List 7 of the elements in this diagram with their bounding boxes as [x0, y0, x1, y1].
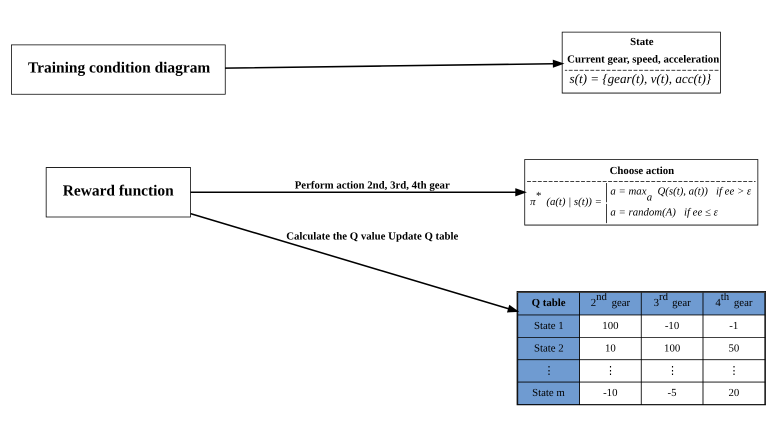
node-box: Training condition diagram [11, 44, 226, 95]
arrow [190, 212, 520, 312]
edge-label: Calculate the Q value Update Q table [286, 230, 458, 242]
arrow [225, 60, 564, 69]
arrow [190, 188, 527, 196]
node-box: Reward function [46, 167, 191, 218]
edge-label: Perform action 2nd, 3rd, 4th gear [294, 180, 450, 192]
